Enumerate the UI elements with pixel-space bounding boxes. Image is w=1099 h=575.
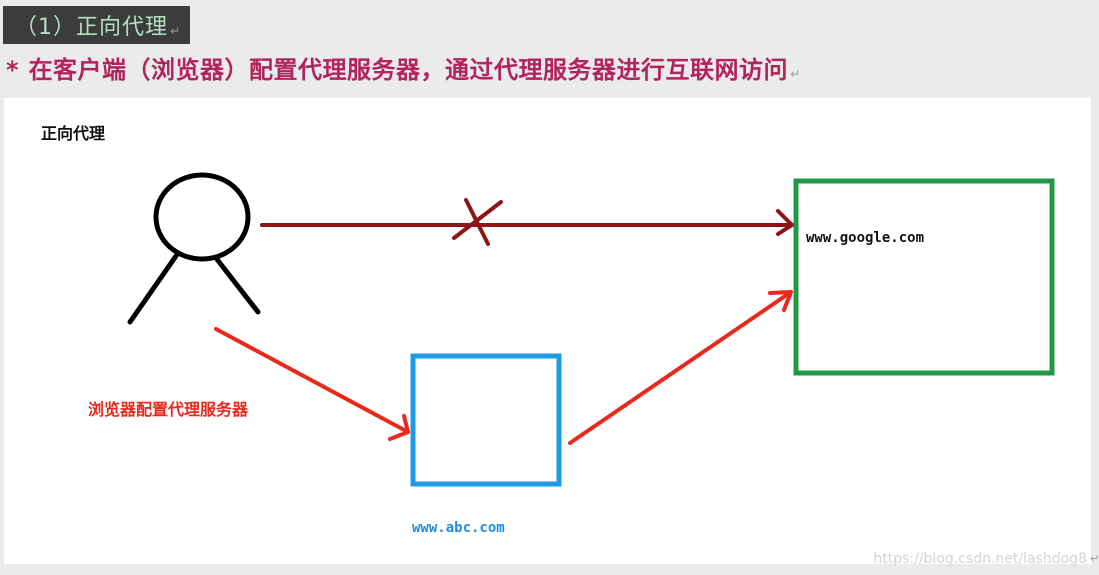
user-left-leg bbox=[127, 253, 179, 325]
proxy-url-label: www.abc.com bbox=[412, 520, 505, 536]
proxy-target-arrow-head bbox=[768, 290, 793, 312]
section-heading-text: （1）正向代理 bbox=[15, 15, 168, 40]
direct-access-arrow bbox=[260, 198, 794, 246]
paragraph-mark-icon: ↵ bbox=[1090, 552, 1099, 565]
client-proxy-line bbox=[214, 327, 410, 434]
watermark: https://blog.csdn.net/lashdog8 bbox=[873, 551, 1087, 567]
blocked-cross-stroke-2 bbox=[464, 198, 490, 246]
proxy-to-target-arrow bbox=[568, 290, 793, 445]
direct-arrow-head bbox=[776, 209, 794, 236]
browser-proxy-label: 浏览器配置代理服务器 bbox=[88, 400, 249, 419]
forward-proxy-diagram bbox=[127, 172, 1055, 487]
diagram-title: 正向代理 bbox=[41, 124, 106, 143]
paragraph-mark-icon: ↵ bbox=[170, 24, 181, 38]
description-line: * 在客户端（浏览器）配置代理服务器，通过代理服务器进行互联网访问 ↵ bbox=[6, 50, 800, 85]
user-figure bbox=[127, 172, 261, 325]
bullet-star: * bbox=[6, 56, 19, 84]
user-right-leg bbox=[213, 255, 261, 315]
description-text: 在客户端（浏览器）配置代理服务器，通过代理服务器进行互联网访问 bbox=[28, 56, 789, 84]
target-url-label: www.google.com bbox=[806, 230, 925, 246]
client-proxy-arrow-head bbox=[388, 414, 410, 441]
section-heading: （1）正向代理 ↵ bbox=[3, 6, 191, 44]
target-server-box bbox=[793, 178, 1055, 376]
proxy-target-line bbox=[568, 290, 793, 445]
user-head bbox=[153, 172, 251, 262]
client-to-proxy-arrow bbox=[214, 327, 410, 441]
proxy-server-box bbox=[410, 353, 562, 487]
diagram-canvas: 正向代理 浏览器配置代理服务器 www.google.com www.abc.c… bbox=[4, 98, 1091, 564]
paragraph-mark-icon: ↵ bbox=[790, 67, 801, 81]
